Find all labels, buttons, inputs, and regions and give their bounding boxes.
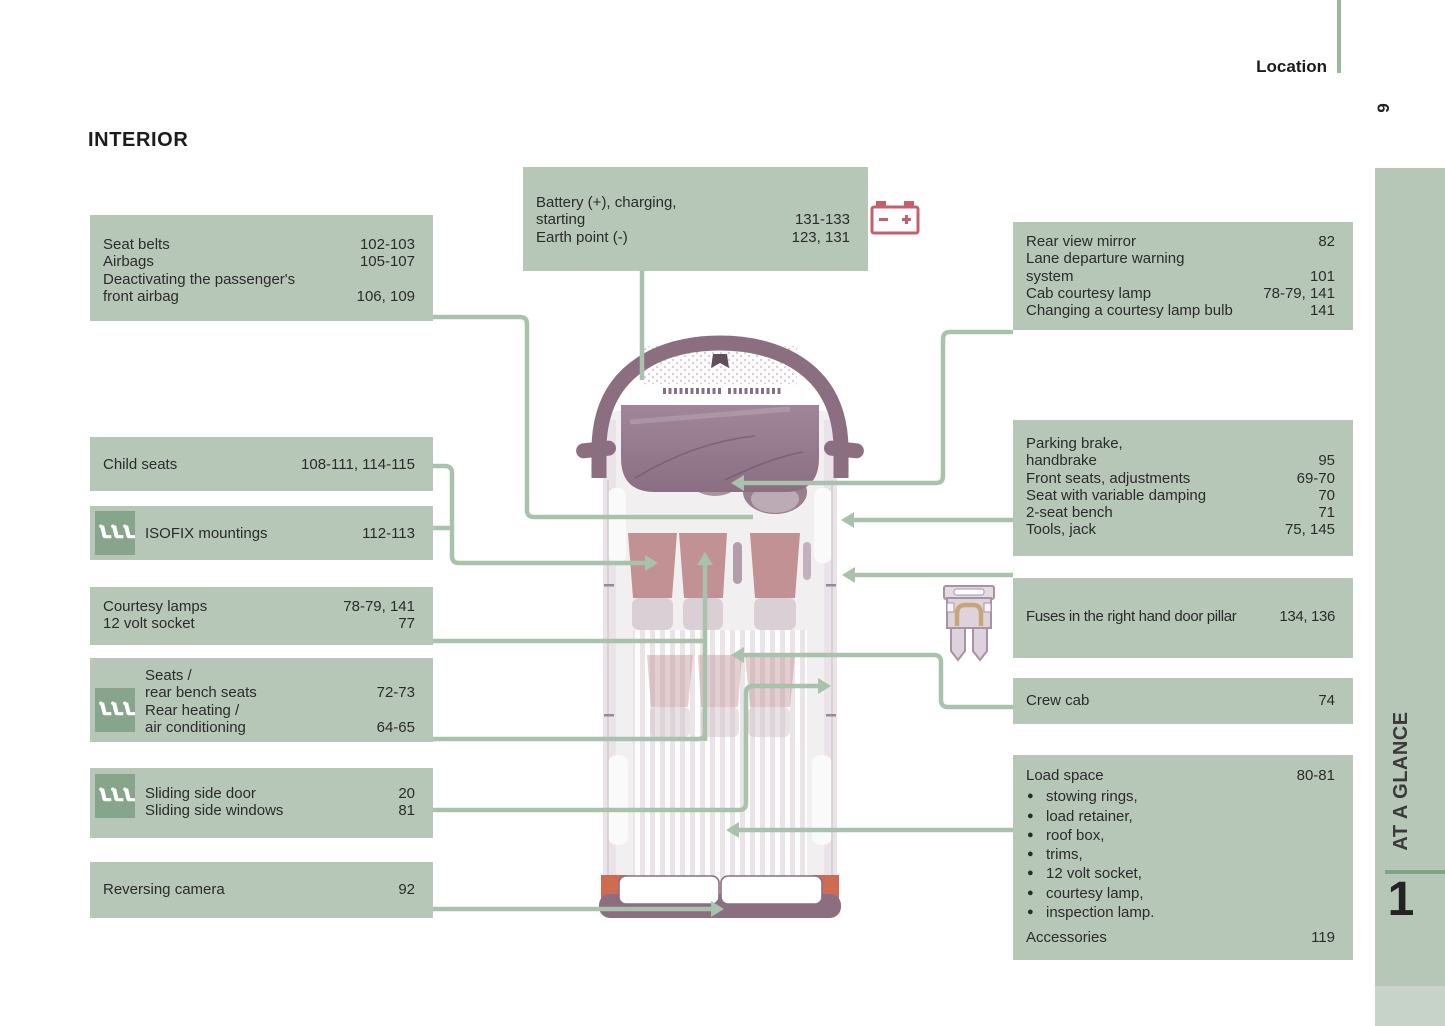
chapter-tab-label: AT A GLANCE	[1390, 711, 1412, 851]
van-top-view-illustration	[576, 335, 864, 918]
chapter-number: 1	[1387, 873, 1415, 926]
page-number-rotated: 9	[1374, 103, 1393, 113]
bullet-dot: ●	[1027, 828, 1034, 841]
bullet-item: ●trims,	[1027, 846, 1083, 864]
chapter-sidebar	[1375, 168, 1445, 1026]
triple-seat-icon	[95, 688, 135, 732]
battery-icon	[870, 201, 920, 235]
callout-row: Battery (+), charging,	[536, 194, 677, 211]
bullet-dot: ●	[1027, 790, 1034, 803]
bullet-item: ●inspection lamp.	[1027, 904, 1155, 922]
header-rule	[1337, 0, 1341, 73]
bullet-item: ●stowing rings,	[1027, 788, 1138, 806]
bullet-item: ●roof box,	[1027, 826, 1105, 844]
bullet-dot: ●	[1027, 886, 1034, 899]
bullet-dot: ●	[1027, 906, 1034, 919]
chapter-tab-separator	[1385, 870, 1445, 874]
callout-row: Earth point (-)123, 131	[536, 228, 850, 246]
load-space-bullet-list: ●stowing rings, ●load retainer, ●roof bo…	[1013, 787, 1353, 922]
triple-seat-icon	[95, 511, 135, 555]
header-location-label: Location	[1256, 57, 1327, 76]
van-rear-door-right	[720, 875, 823, 905]
bullet-dot: ●	[1027, 809, 1034, 822]
bullet-dot: ●	[1027, 848, 1034, 861]
van-rear-door-left	[618, 875, 720, 905]
bullet-item: ●load retainer,	[1027, 807, 1133, 825]
page-title: INTERIOR	[88, 129, 189, 151]
van-front-seats	[628, 533, 811, 630]
bullet-item: ●12 volt socket,	[1027, 865, 1142, 883]
bullet-item: ●courtesy lamp,	[1027, 884, 1144, 902]
chapter-sidebar-footer	[1375, 986, 1445, 1026]
fuse-icon	[943, 585, 995, 662]
bullet-dot: ●	[1027, 867, 1034, 880]
triple-seat-icon	[95, 774, 135, 818]
